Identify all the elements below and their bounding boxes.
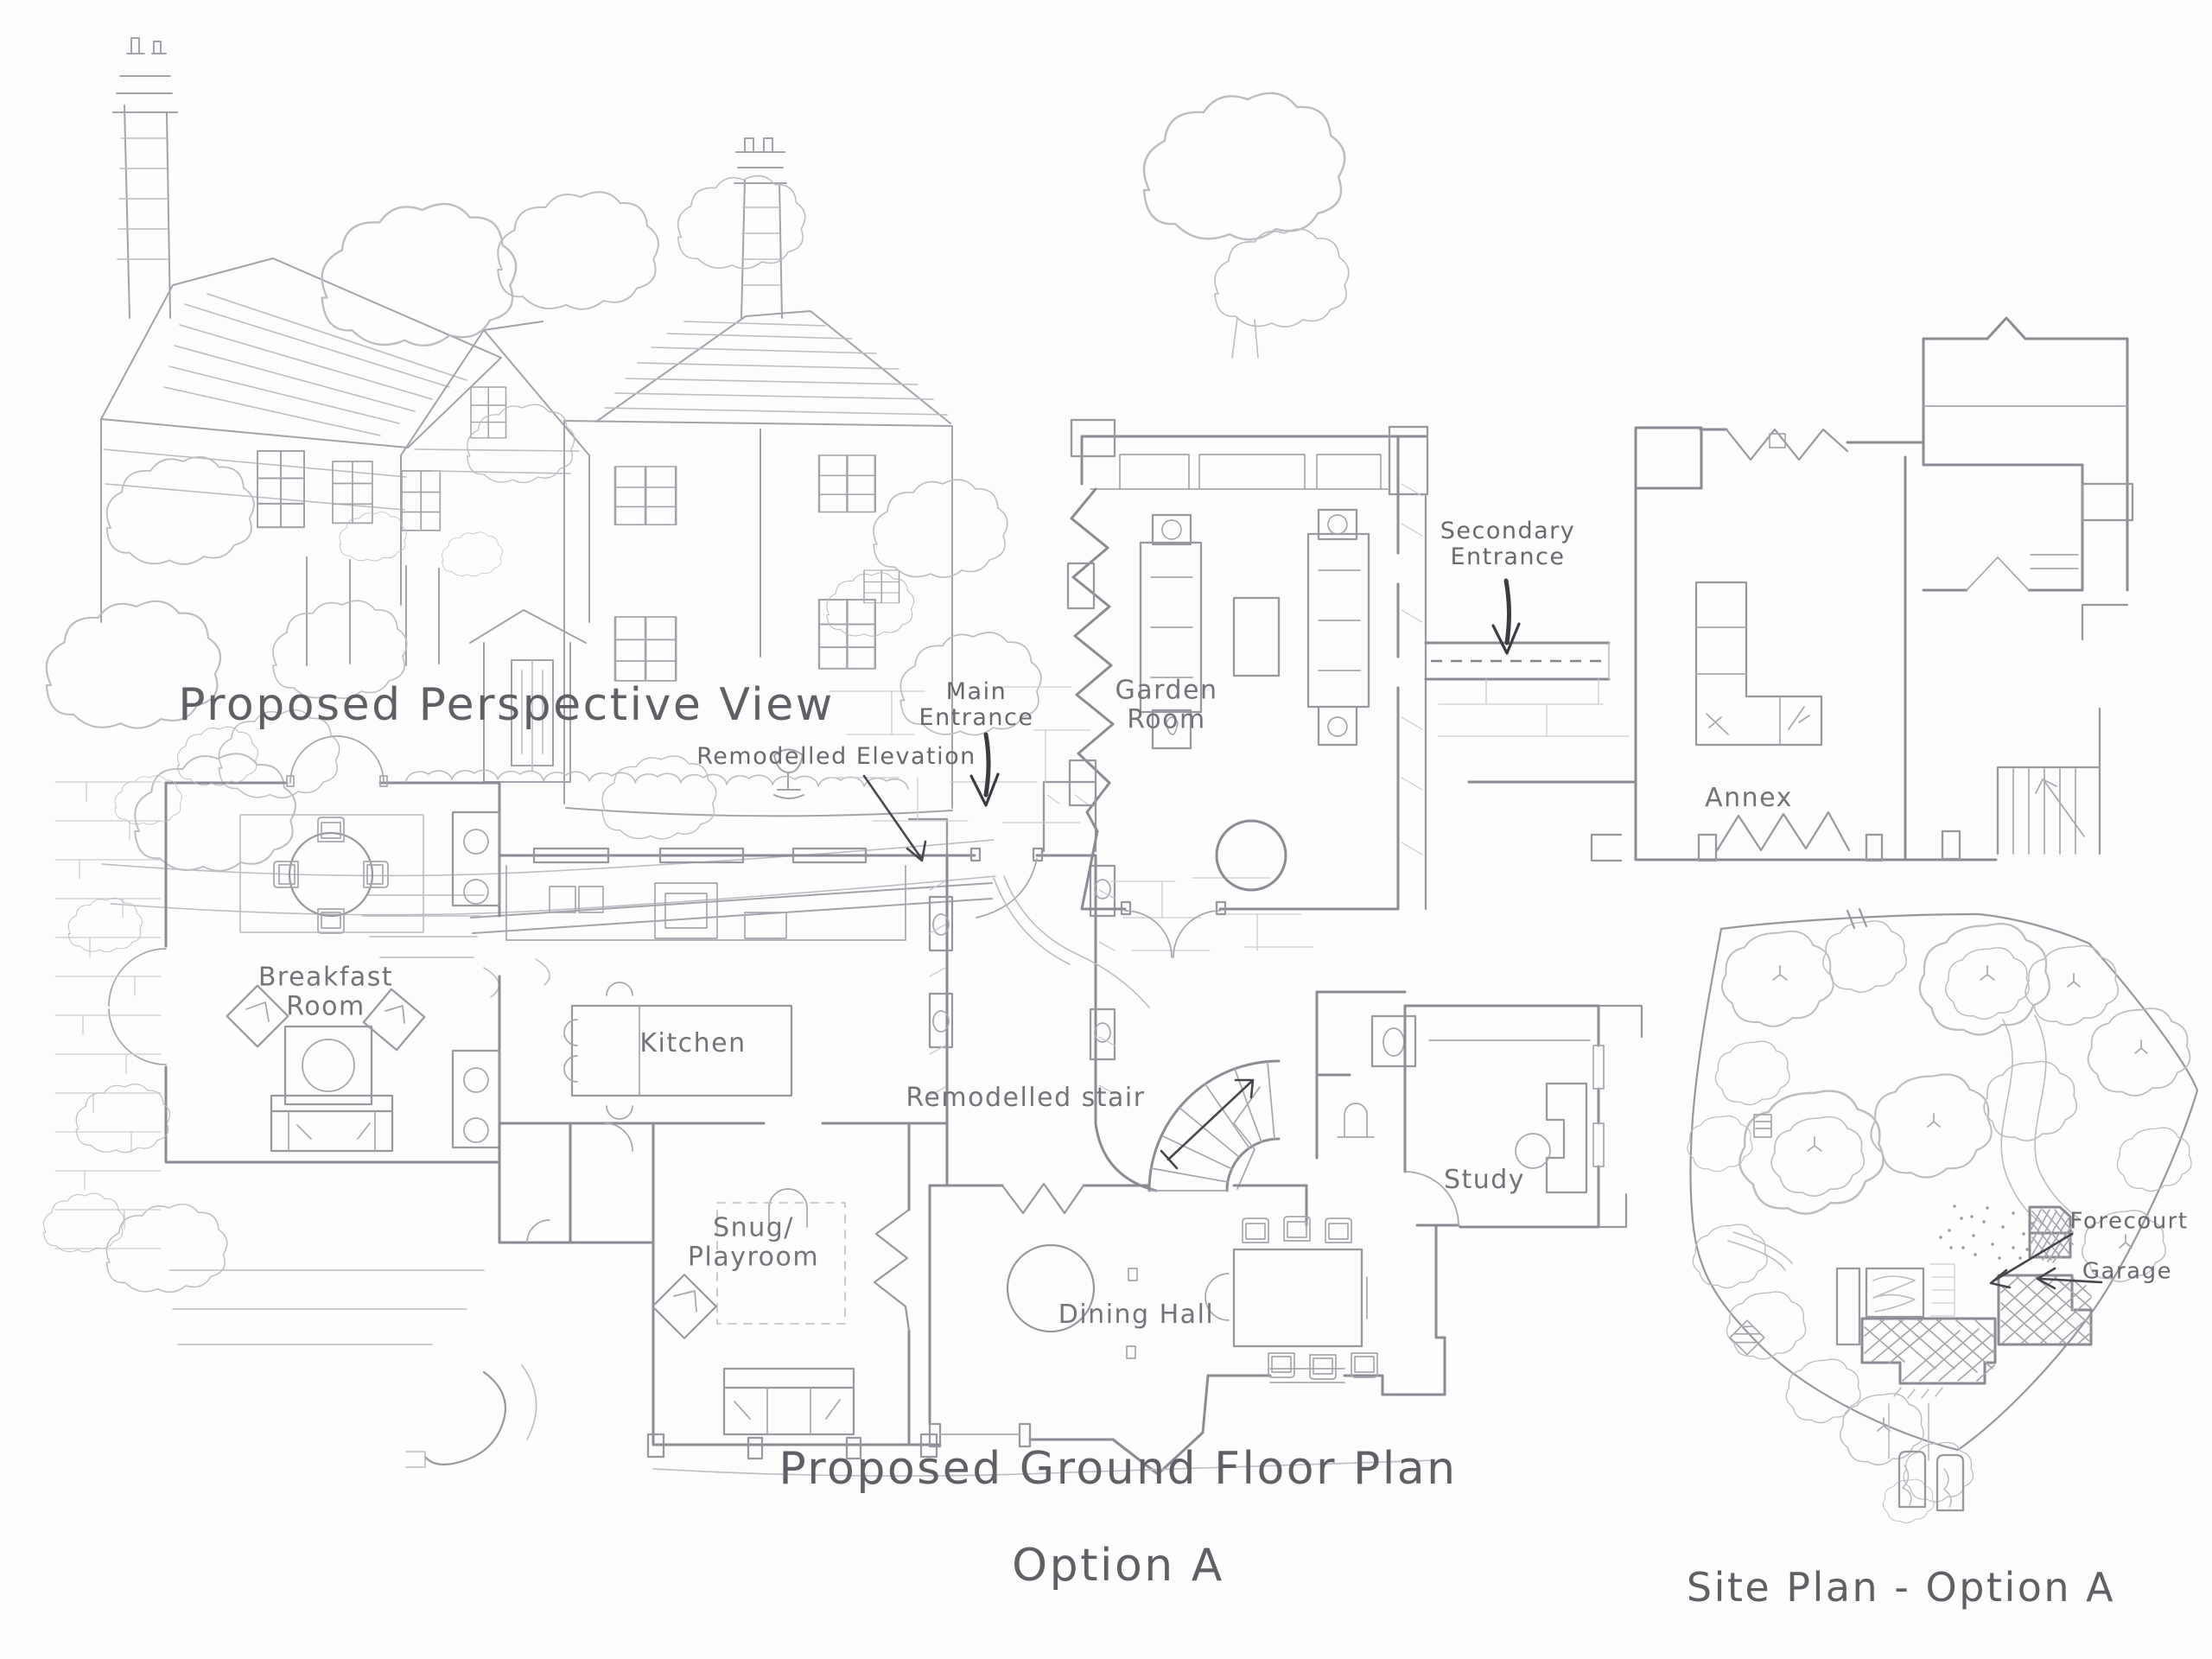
utility-rooms-plan	[498, 1122, 655, 1244]
secondary-entrance-arrow	[1491, 578, 1521, 655]
breakfast-room-line2: Room	[286, 991, 365, 1021]
terrace-west	[43, 726, 485, 1345]
kitchen-plan	[405, 769, 949, 1125]
garage-label: Garage	[2082, 1258, 2173, 1285]
garden-room-line2: Room	[1127, 704, 1206, 734]
remodelled-stair-label: Remodelled stair	[906, 1083, 1146, 1114]
breakfast-room-line1: Breakfast	[257, 962, 394, 993]
ground-floor-option-title: Option A	[1012, 1539, 1224, 1592]
main-entrance-arrow	[969, 732, 1000, 807]
entrance-vestibule-plan	[829, 686, 1150, 1132]
secondary-entrance-plan	[1424, 641, 1637, 784]
annex-plan	[1590, 316, 2134, 862]
perspective-sketch	[45, 37, 1350, 998]
garden-room-plan	[1066, 418, 1429, 958]
main-entrance-line2: Entrance	[918, 704, 1034, 731]
main-entrance-line1: Main	[945, 677, 1007, 705]
kitchen-label: Kitchen	[639, 1028, 747, 1059]
dining-hall-plan	[652, 1182, 1446, 1477]
remodelled-elevation-label: Remodelled Elevation	[696, 742, 976, 770]
wc-plan	[1315, 990, 1417, 1160]
ground-floor-plan-title: Proposed Ground Floor Plan	[779, 1442, 1458, 1495]
garage-arrow	[2036, 1267, 2103, 1290]
main-entrance-label: Main Entrance	[918, 677, 1034, 731]
study-label: Study	[1443, 1165, 1526, 1196]
secondary-entrance-label: Secondary Entrance	[1440, 518, 1576, 570]
forecourt-label: Forecourt	[2069, 1208, 2189, 1235]
snug-plan	[646, 1122, 938, 1460]
stair-hall-plan	[928, 877, 1314, 1426]
secondary-entrance-line2: Entrance	[1450, 543, 1566, 570]
perspective-view-title: Proposed Perspective View	[178, 678, 835, 731]
secondary-entrance-line1: Secondary	[1440, 517, 1576, 544]
snug-playroom-label: Snug/ Playroom	[688, 1213, 819, 1271]
site-plan	[1687, 907, 2199, 1523]
annex-label: Annex	[1705, 783, 1793, 814]
site-gardens	[1727, 907, 1965, 1512]
garden-room-line1: Garden	[1115, 675, 1218, 706]
site-garage	[2028, 1205, 2074, 1263]
garden-room-label: Garden Room	[1116, 676, 1218, 734]
site-house	[1860, 1263, 2093, 1399]
garden-wall-curve	[405, 1364, 537, 1468]
breakfast-room-label: Breakfast Room	[258, 963, 393, 1020]
forecourt-arrow	[1989, 1232, 2074, 1289]
dining-hall-label: Dining Hall	[1058, 1300, 1215, 1331]
snug-line1: Snug/	[713, 1212, 794, 1243]
breakfast-room-plan	[108, 735, 501, 1164]
site-plan-title: Site Plan - Option A	[1686, 1564, 2116, 1611]
snug-line2: Playroom	[687, 1242, 820, 1272]
study-plan	[1403, 1004, 1643, 1229]
ground-floor-plan	[43, 316, 2134, 1477]
remodelled-elevation-arrow	[862, 774, 927, 862]
